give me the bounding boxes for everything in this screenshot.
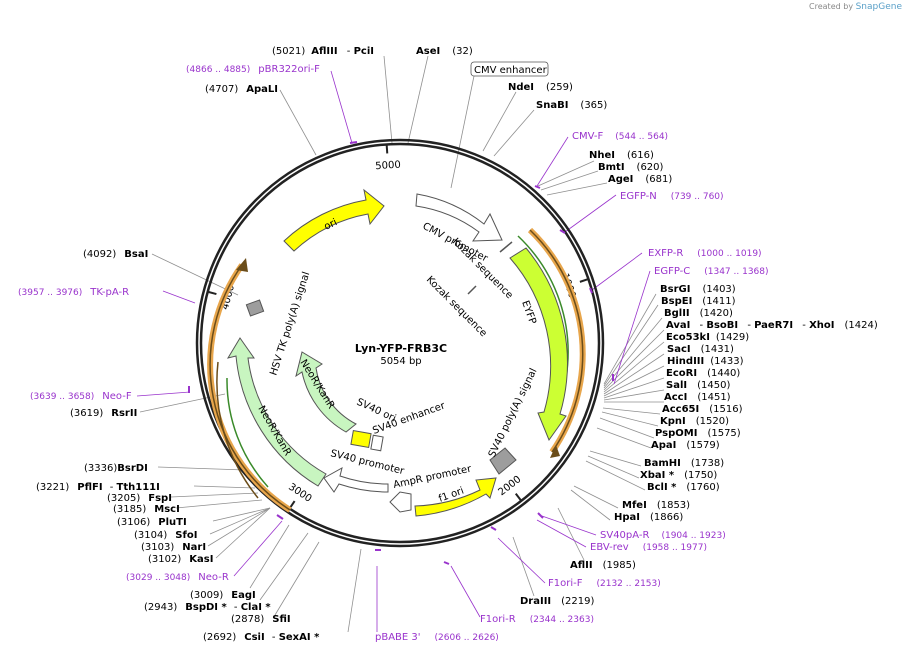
site-draiii[interactable]: DraIII(2219) <box>520 596 595 607</box>
site-eagi[interactable]: (3009)EagI <box>190 590 256 601</box>
tick-label-3000: 3000 <box>286 482 313 505</box>
feature-sv40-polya[interactable] <box>489 447 517 475</box>
feature-neor-kanr-inner[interactable] <box>295 351 357 433</box>
site-afliii[interactable]: (5021)AflIII - PciI <box>272 46 374 57</box>
primer-tk-pa-r[interactable]: (3957 .. 3976)TK-pA-R <box>18 287 129 298</box>
feature-cmv-promoter[interactable] <box>415 193 503 242</box>
label-sv40-ori: SV40 ori <box>355 397 398 425</box>
site-pflfi[interactable]: (3221)PflFI - Tth111I <box>36 482 160 493</box>
plasmid-size: 5054 bp <box>380 356 421 367</box>
orange-arcs <box>207 227 586 513</box>
site-saci[interactable]: SacI(1431) <box>667 344 734 355</box>
primer-leader-lines <box>136 70 651 632</box>
site-bsrgi[interactable]: BsrGI(1403) <box>660 284 736 295</box>
site-csii[interactable]: (2692)CsiI - SexAI * <box>203 632 320 643</box>
site-sali[interactable]: SalI(1450) <box>666 380 730 391</box>
site-labels: (5021)AflIII - PciI AseI(32) NdeI(259) S… <box>36 46 878 643</box>
site-bamhi[interactable]: BamHI(1738) <box>644 458 724 469</box>
site-hindiii[interactable]: HindIII(1433) <box>667 356 744 367</box>
site-pspomi[interactable]: PspOMI(1575) <box>655 428 741 439</box>
site-aflii[interactable]: AflII(1985) <box>570 560 636 571</box>
primer-cmv-f[interactable]: CMV-F(544 .. 564) <box>572 131 668 142</box>
primer-labels: CMV-F(544 .. 564) EGFP-N(739 .. 760) EXF… <box>18 64 769 643</box>
feature-ampr-promoter[interactable] <box>389 491 412 513</box>
site-bspdi[interactable]: (2943)BspDI * - ClaI * <box>144 602 271 613</box>
tick-mark-4000 <box>208 291 217 296</box>
primer-pbabe-3[interactable]: pBABE 3'(2606 .. 2626) <box>375 632 499 643</box>
label-ori: ori <box>322 217 339 233</box>
primer-sv40pa-r[interactable]: SV40pA-R(1904 .. 1923) <box>600 530 726 541</box>
site-bcli[interactable]: BclI *(1760) <box>647 482 720 493</box>
site-snabi[interactable]: SnaBI(365) <box>536 100 607 111</box>
site-apali[interactable]: (4707)ApaLI <box>205 84 278 95</box>
site-eco53ki[interactable]: Eco53kI(1429) <box>666 332 749 343</box>
tick-mark-3000 <box>289 500 296 509</box>
backbone-outer-ring <box>195 138 605 548</box>
tick-mark-1000 <box>579 278 588 283</box>
tick-label-5000: 5000 <box>375 160 401 173</box>
primer-neo-f[interactable]: (3639 .. 3658)Neo-F <box>30 391 132 402</box>
feature-neor-kanr[interactable] <box>226 337 327 487</box>
site-hpai[interactable]: HpaI(1866) <box>614 512 683 523</box>
label-kozak-1: Kozak sequence <box>450 236 515 301</box>
label-eyfp: EYFP <box>519 299 538 326</box>
primer-exfp-r[interactable]: EXFP-R(1000 .. 1019) <box>648 248 762 259</box>
tick-mark-5000 <box>385 145 389 154</box>
feature-sv40-ori[interactable] <box>350 429 372 449</box>
primer-pbr322ori-f[interactable]: (4866 .. 4885)pBR322ori-F <box>186 64 320 75</box>
primer-f1ori-r[interactable]: F1ori-R(2344 .. 2363) <box>480 614 594 625</box>
features <box>226 188 568 517</box>
primer-f1ori-f[interactable]: F1ori-F(2132 .. 2153) <box>548 578 661 589</box>
site-acc65i[interactable]: Acc65I(1516) <box>662 404 743 415</box>
site-bglii[interactable]: BglII(1420) <box>664 308 733 319</box>
tick-mark-2000 <box>514 493 522 501</box>
site-xbai[interactable]: XbaI *(1750) <box>640 470 717 481</box>
site-sfii[interactable]: (2878)SfiI <box>231 614 291 625</box>
site-nhei[interactable]: NheI(616) <box>589 150 654 161</box>
label-kozak-2: Kozak sequence <box>424 274 489 339</box>
primer-neo-r[interactable]: (3029 .. 3048)Neo-R <box>126 572 229 583</box>
created-by-text: Created by <box>809 2 854 11</box>
primer-egfp-n[interactable]: EGFP-N(739 .. 760) <box>620 191 724 202</box>
leader-lines <box>139 55 665 633</box>
site-rsrii[interactable]: (3619)RsrII <box>70 408 137 419</box>
feature-eyfp[interactable] <box>509 247 568 442</box>
primer-marks <box>188 141 614 565</box>
snapgene-logo-text: SnapGene <box>855 2 902 12</box>
primer-ebv-rev[interactable]: EBV-rev(1958 .. 1977) <box>590 542 707 553</box>
primer-egfp-c[interactable]: EGFP-C(1347 .. 1368) <box>654 266 769 277</box>
site-ndei[interactable]: NdeI(259) <box>508 82 573 93</box>
label-sv40-polya: SV40 poly(A) signal <box>487 367 540 460</box>
site-bmti[interactable]: BmtI(620) <box>598 162 664 173</box>
site-nari[interactable]: (3103)NarI <box>141 542 206 553</box>
site-msci[interactable]: (3185)MscI <box>113 504 180 515</box>
site-bsrdi[interactable]: (3336)BsrDI <box>84 463 148 474</box>
site-acci[interactable]: AccI(1451) <box>664 392 731 403</box>
site-bspei[interactable]: BspEI(1411) <box>661 296 736 307</box>
site-pluti[interactable]: (3106)PluTI <box>117 517 187 528</box>
site-kasi[interactable]: (3102)KasI <box>148 554 213 565</box>
site-fspi[interactable]: (3205)FspI <box>107 493 172 504</box>
label-cmv-enhancer: CMV enhancer <box>474 65 548 76</box>
site-mfei[interactable]: MfeI(1853) <box>622 500 690 511</box>
site-agei[interactable]: AgeI(681) <box>608 174 672 185</box>
site-apai[interactable]: ApaI(1579) <box>651 440 720 451</box>
feature-ori[interactable] <box>283 188 385 252</box>
backbone-inner-ring <box>199 142 601 544</box>
feature-hsv-tk-polya[interactable] <box>245 299 265 317</box>
site-kpni[interactable]: KpnI(1520) <box>660 416 729 427</box>
feature-f1-ori[interactable] <box>414 477 497 517</box>
plasmid-name: Lyn-YFP-FRB3C <box>355 342 447 355</box>
site-bsai[interactable]: (4092)BsaI <box>83 249 148 260</box>
feature-labels: CMV enhancer CMV promoter Kozak sequence… <box>255 61 549 505</box>
site-sfoi[interactable]: (3104)SfoI <box>134 530 197 541</box>
snapgene-credit: Created by SnapGene <box>809 2 902 12</box>
site-asei[interactable]: AseI(32) <box>416 46 473 57</box>
feature-sv40-promoter[interactable] <box>323 467 389 493</box>
site-ecori[interactable]: EcoRI(1440) <box>666 368 740 379</box>
tick-label-2000: 2000 <box>497 474 524 498</box>
site-avai[interactable]: AvaI - BsoBI - PaeR7I - XhoI(1424) <box>666 320 878 331</box>
